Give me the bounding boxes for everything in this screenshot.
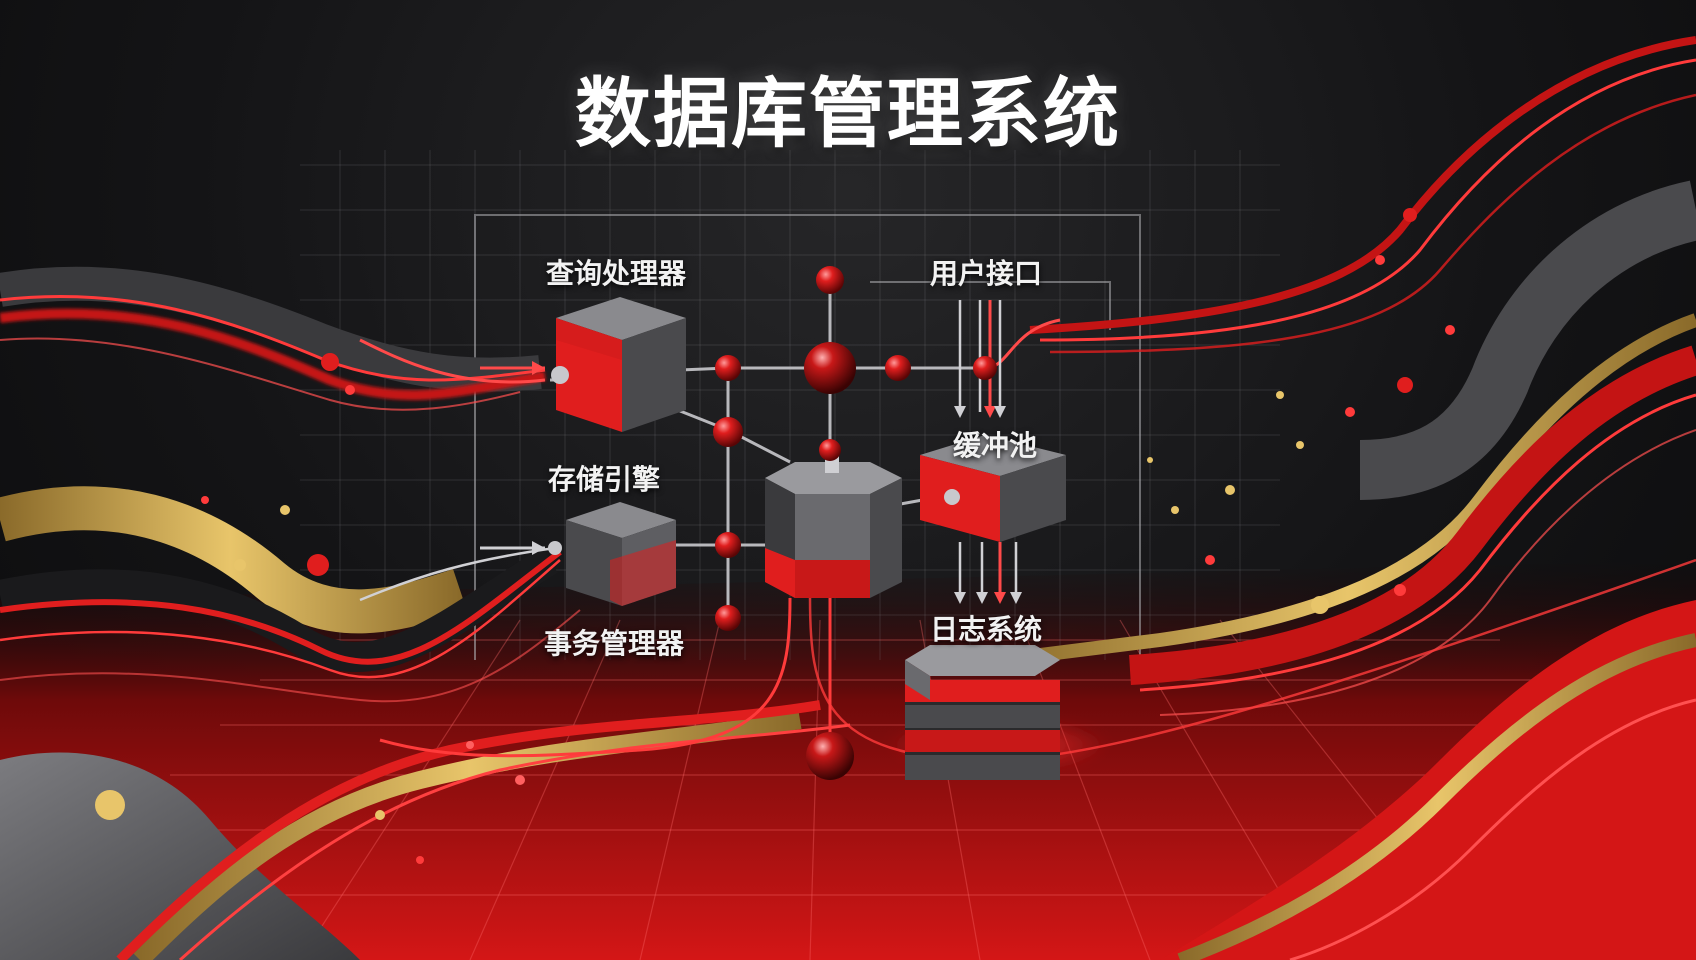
grey-sphere-icon xyxy=(548,541,562,555)
right-waves xyxy=(999,36,1696,960)
transaction-manager-label: 事务管理器 xyxy=(544,627,685,660)
buffer-pool-cube xyxy=(920,435,1066,542)
storage-engine-label: 存储引擎 xyxy=(548,463,661,496)
arrow-down-icon xyxy=(1010,592,1022,604)
arrow-down-icon xyxy=(994,406,1006,418)
red-sphere-icon xyxy=(816,266,844,294)
red-sphere-icon xyxy=(715,532,741,558)
arrow-right-icon xyxy=(532,541,545,555)
arrow-down-icon xyxy=(984,406,996,418)
grey-sphere-icon xyxy=(944,489,960,505)
arrow-down-icon xyxy=(954,592,966,604)
query-processor-cube xyxy=(556,297,686,432)
arrow-down-icon xyxy=(976,592,988,604)
red-sphere-icon xyxy=(713,417,743,447)
central-core-prism xyxy=(765,455,902,598)
log-system-database xyxy=(888,645,1108,780)
log-system-label: 日志系统 xyxy=(930,613,1043,646)
arrow-down-icon xyxy=(954,406,966,418)
arrow-down-icon xyxy=(994,592,1006,604)
red-sphere-icon xyxy=(885,355,911,381)
flow-arrows xyxy=(480,300,1022,604)
grey-sphere-icon xyxy=(551,366,569,384)
red-sphere-icon xyxy=(715,355,741,381)
storage-engine-cube xyxy=(566,502,676,606)
red-sphere-icon xyxy=(804,342,856,394)
particles xyxy=(95,208,1455,864)
page-title: 数据库管理系统 xyxy=(575,69,1121,158)
red-sphere-icon xyxy=(715,605,741,631)
left-waves xyxy=(0,266,851,960)
buffer-pool-label: 缓冲池 xyxy=(953,429,1038,462)
arrow-right-icon xyxy=(532,361,545,375)
red-sphere-icon xyxy=(806,732,854,780)
red-sphere-icon xyxy=(973,356,997,380)
query-processor-label: 查询处理器 xyxy=(546,257,687,290)
user-interface-label: 用户接口 xyxy=(930,257,1043,290)
red-sphere-icon xyxy=(819,439,841,461)
frame-lines xyxy=(474,214,1141,660)
nodes xyxy=(548,266,997,780)
